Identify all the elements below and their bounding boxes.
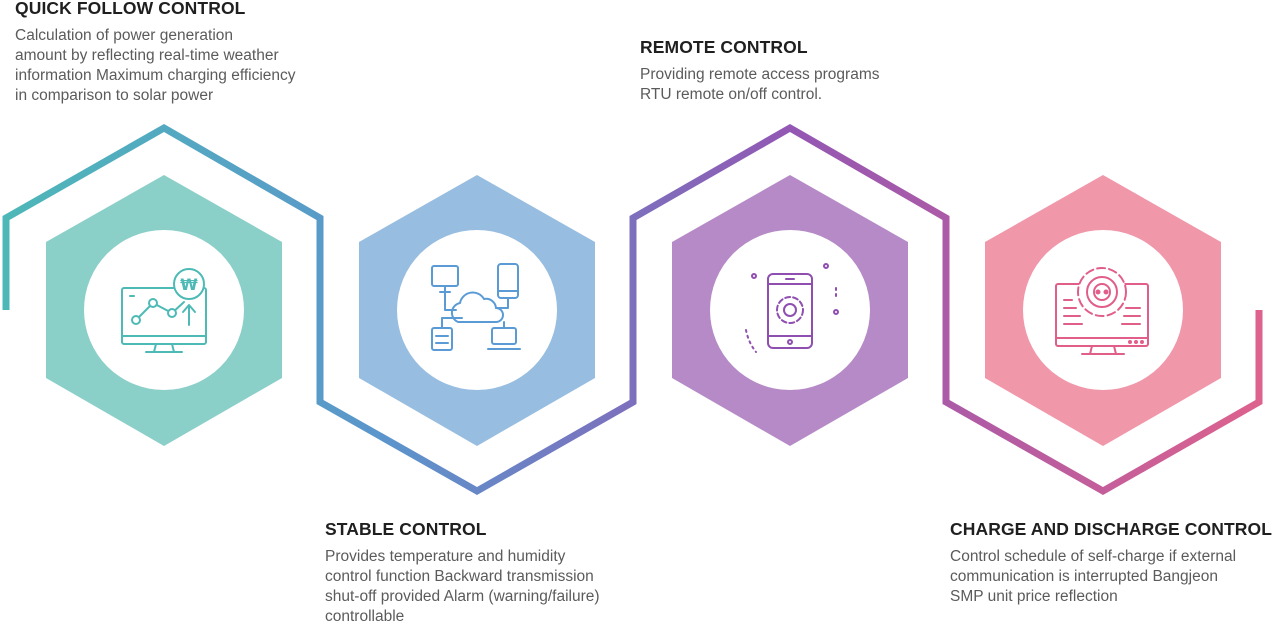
zigzag-connector-line [2, 123, 1263, 496]
description-line: Control schedule of self-charge if exter… [950, 548, 1237, 565]
block-remote-control: REMOTE CONTROL Providing remote access p… [640, 37, 880, 105]
description-line: SMP unit price reflection [950, 588, 1118, 605]
description-line: RTU remote on/off control. [640, 86, 823, 103]
smartphone-gear-icon [745, 263, 839, 353]
won-symbol: ₩ [180, 275, 198, 294]
description-line: information Maximum charging efficiency [15, 67, 296, 84]
block-charge-discharge-control: CHARGE AND DISCHARGE CONTROL Control sch… [950, 519, 1272, 607]
description-line: in comparison to solar power [15, 87, 214, 104]
monitor-chart-won-icon [121, 268, 207, 353]
cloud-network-icon [431, 263, 521, 351]
icon-circle-quick [84, 230, 244, 390]
description-stable-control: Provides temperature and humidity contro… [325, 547, 600, 627]
heading-quick-follow-control: QUICK FOLLOW CONTROL [15, 0, 246, 18]
heading-remote-control: REMOTE CONTROL [640, 37, 808, 57]
monitor-gear-icon [1055, 267, 1149, 355]
block-stable-control: STABLE CONTROL Provides temperature and … [325, 519, 600, 627]
description-line: Providing remote access programs [640, 66, 880, 83]
heading-charge-discharge-control: CHARGE AND DISCHARGE CONTROL [950, 519, 1273, 539]
description-line: amount by reflecting real-time weather [15, 47, 279, 64]
block-quick-follow-control: QUICK FOLLOW CONTROL Calculation of powe… [15, 0, 296, 106]
description-line: communication is interrupted Bangjeon [950, 568, 1218, 585]
heading-stable-control: STABLE CONTROL [325, 519, 487, 539]
description-line: controllable [325, 608, 405, 625]
description-quick-follow-control: Calculation of power generation amount b… [15, 26, 296, 106]
icon-circle-remote [710, 230, 870, 390]
description-charge-discharge-control: Control schedule of self-charge if exter… [950, 547, 1272, 607]
description-remote-control: Providing remote access programs RTU rem… [640, 65, 880, 105]
description-line: shut-off provided Alarm (warning/failure… [325, 588, 600, 605]
description-line: Calculation of power generation [15, 27, 233, 44]
description-line: control function Backward transmission [325, 568, 594, 585]
description-line: Provides temperature and humidity [325, 548, 566, 565]
